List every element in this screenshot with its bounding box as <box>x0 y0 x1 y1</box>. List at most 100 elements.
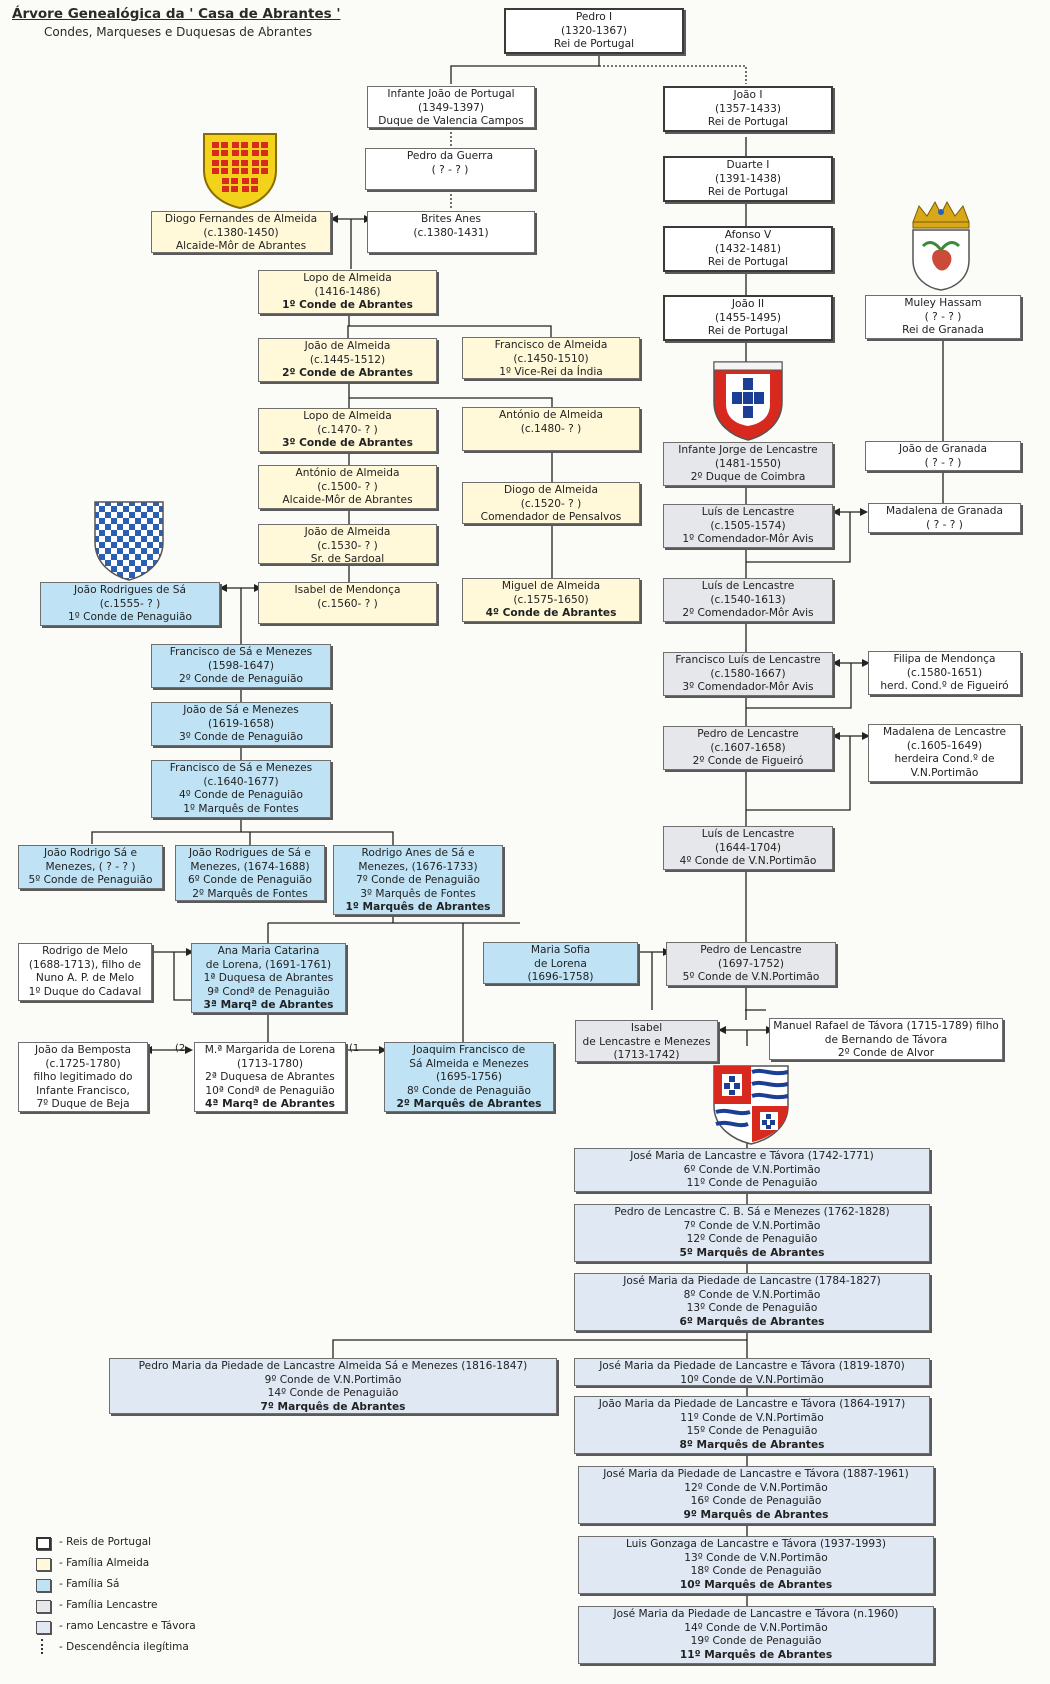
node-line: João de Sá e Menezes <box>183 704 299 716</box>
node-line: (c.1725-1780) <box>45 1057 121 1070</box>
node-line: 3º Marquês de Fontes <box>360 887 476 900</box>
node-line: 12º Conde de V.N.Portimão <box>684 1481 828 1494</box>
node-line: Pedro de Lencastre <box>697 728 799 740</box>
node-line: Lopo de Almeida <box>303 410 392 422</box>
node-line: ( ? - ? ) <box>924 456 962 469</box>
node-pedro-de-lencastre-2: Pedro de Lencastre(1697-1752)5º Conde de… <box>666 942 836 986</box>
node-joao-de-granada: João de Granada( ? - ? ) <box>865 441 1021 471</box>
node-luis-de-lencastre-2: Luís de Lencastre(c.1540-1613)2º Comenda… <box>663 578 833 622</box>
node-joao-de-almeida-2: João de Almeida(c.1530- ? )Sr. de Sardoa… <box>258 524 437 564</box>
node-title-line: 4ª Marqª de Abrantes <box>205 1098 335 1111</box>
node-line: 5º Conde de Penaguião <box>28 874 153 887</box>
node-line: (1695-1756) <box>435 1071 502 1084</box>
node-line: 14º Conde de V.N.Portimão <box>684 1621 828 1634</box>
node-line: 2º Conde de Alvor <box>837 1047 935 1060</box>
node-line: Rei de Portugal <box>707 186 789 199</box>
node-jose-maria-5: José Maria da Piedade de Lancastre e Táv… <box>578 1606 934 1664</box>
node-line: José Maria da Piedade de Lancastre e Táv… <box>613 1608 899 1620</box>
node-line: João de Granada <box>898 443 988 455</box>
node-line: Alcaide-Môr de Abrantes <box>175 240 307 253</box>
node-line: Lopo de Almeida <box>303 272 392 284</box>
node-joao-rodrigues-de-sa: João Rodrigues de Sá(c.1555- ? )1º Conde… <box>40 582 220 626</box>
node-line: (c.1500- ? ) <box>317 480 378 493</box>
node-antonio-de-almeida-1: António de Almeida(c.1480- ? ) <box>462 407 640 451</box>
node-line: (c.1575-1650) <box>513 593 589 606</box>
node-line: Rodrigo Anes de Sá e <box>361 847 475 859</box>
node-filipa-de-mendonca: Filipa de Mendonça(c.1580-1651)herd. Con… <box>868 651 1021 695</box>
node-pedro-de-lencastre-cbs: Pedro de Lencastre C. B. Sá e Menezes (1… <box>574 1204 930 1262</box>
node-line: (1696-1758) <box>527 971 594 984</box>
node-jose-maria-1: José Maria de Lancastre e Távora (1742-1… <box>574 1148 930 1192</box>
node-lopo-de-almeida-1: Lopo de Almeida(1416-1486)1º Conde de Ab… <box>258 270 437 314</box>
node-line: Rei de Granada <box>902 324 984 337</box>
node-francisco-de-sa-1: Francisco de Sá e Menezes(1598-1647)2º C… <box>151 644 331 688</box>
node-line: herd. Cond.º de Figueiró <box>880 680 1009 693</box>
node-jose-maria-4: José Maria da Piedade de Lancastre e Táv… <box>578 1466 934 1524</box>
node-line: Rei de Portugal <box>707 325 789 338</box>
node-line: 6º Conde de Penaguião <box>187 874 312 887</box>
node-line: (c.1470- ? ) <box>317 423 378 436</box>
node-joao-i: João I(1357-1433)Rei de Portugal <box>663 86 833 132</box>
node-line: 9ª Condª de Penaguião <box>207 985 330 998</box>
node-title-line: 11º Marquês de Abrantes <box>679 1648 833 1661</box>
node-line: José Maria da Piedade de Lancastre (1784… <box>623 1275 881 1287</box>
node-title-line: 5º Marquês de Abrantes <box>679 1246 825 1259</box>
node-line: Diogo de Almeida <box>504 484 598 496</box>
node-infante-jorge: Infante Jorge de Lencastre(1481-1550)2º … <box>663 442 833 486</box>
node-line: 5º Conde de V.N.Portimão <box>682 971 820 984</box>
node-line: ( ? - ? ) <box>431 163 469 176</box>
node-line: de Lorena <box>534 957 587 970</box>
node-joao-maria: João Maria da Piedade de Lancastre e Táv… <box>574 1396 930 1454</box>
node-line: Francisco de Sá e Menezes <box>169 646 313 658</box>
node-line: João Maria da Piedade de Lancastre e Táv… <box>598 1398 906 1410</box>
node-line: João Rodrigues de Sá e <box>189 847 311 859</box>
node-line: 9º Conde de V.N.Portimão <box>264 1373 402 1386</box>
lencastre-tavora-crest-icon <box>713 1065 789 1145</box>
node-diogo-de-almeida: Diogo de Almeida(c.1520- ? )Comendador d… <box>462 482 640 524</box>
node-line: de Bernando de Távora <box>824 1033 948 1046</box>
node-miguel-de-almeida: Miguel de Almeida(c.1575-1650)4º Conde d… <box>462 578 640 622</box>
node-joao-de-almeida-1: João de Almeida(c.1445-1512)2º Conde de … <box>258 338 437 382</box>
marriage-mark-1: (1 <box>349 1043 360 1054</box>
node-line: 4º Conde de V.N.Portimão <box>679 855 817 868</box>
node-line: João I <box>733 89 763 101</box>
node-line: 2º Comendador-Môr Avis <box>682 607 814 620</box>
node-infante-joao: Infante João de Portugal(1349-1397)Duque… <box>367 86 535 128</box>
node-line: 18º Conde de Penaguião <box>690 1565 822 1578</box>
node-line: 1º Comendador-Môr Avis <box>682 533 814 546</box>
node-pedro-de-lencastre-1: Pedro de Lencastre(c.1607-1658)2º Conde … <box>663 726 833 770</box>
node-line: 4º Conde de Penaguião <box>178 789 303 802</box>
node-muley-hassam: Muley Hassam( ? - ? )Rei de Granada <box>865 295 1021 339</box>
marriage-mark-2: (2 <box>175 1043 186 1054</box>
node-line: (1688-1713), filho de <box>28 958 142 971</box>
node-line: 13º Conde de V.N.Portimão <box>684 1551 828 1564</box>
node-line: (1697-1752) <box>717 957 784 970</box>
node-line: herdeira Cond.º de <box>894 753 995 766</box>
node-line: de Lorena, (1691-1761) <box>205 958 332 971</box>
page-subtitle: Condes, Marqueses e Duquesas de Abrantes <box>44 25 313 39</box>
granada-crest-icon <box>912 200 970 291</box>
node-jose-maria-3: José Maria da Piedade de Lancastre e Táv… <box>574 1358 930 1386</box>
node-line: Luís de Lencastre <box>701 580 795 592</box>
node-line: Francisco Luís de Lencastre <box>675 654 821 666</box>
node-line: 1º Vice-Rei da Índia <box>499 366 603 379</box>
node-line: José Maria de Lancastre e Távora (1742-1… <box>630 1150 874 1162</box>
node-madalena-de-lencastre: Madalena de Lencastre(c.1605-1649)herdei… <box>868 724 1021 782</box>
node-line: João Rodrigues de Sá <box>73 584 186 596</box>
node-line: Rei de Portugal <box>707 116 789 129</box>
node-title-line: 9º Marquês de Abrantes <box>683 1508 829 1521</box>
node-line: (c.1505-1574) <box>710 519 786 532</box>
lencastre-crest-icon <box>713 361 783 441</box>
node-line: (1320-1367) <box>560 24 627 37</box>
legend-swatch-reis <box>36 1537 51 1550</box>
node-line: 13º Conde de Penaguião <box>686 1302 818 1315</box>
node-line: Afonso V <box>724 229 772 241</box>
node-line: 10º Conde de V.N.Portimão <box>680 1373 824 1386</box>
node-title-line: 2º Marquês de Abrantes <box>396 1098 542 1111</box>
node-madalena-de-granada: Madalena de Granada( ? - ? ) <box>868 503 1021 533</box>
node-line: 11º Conde de V.N.Portimão <box>680 1411 824 1424</box>
